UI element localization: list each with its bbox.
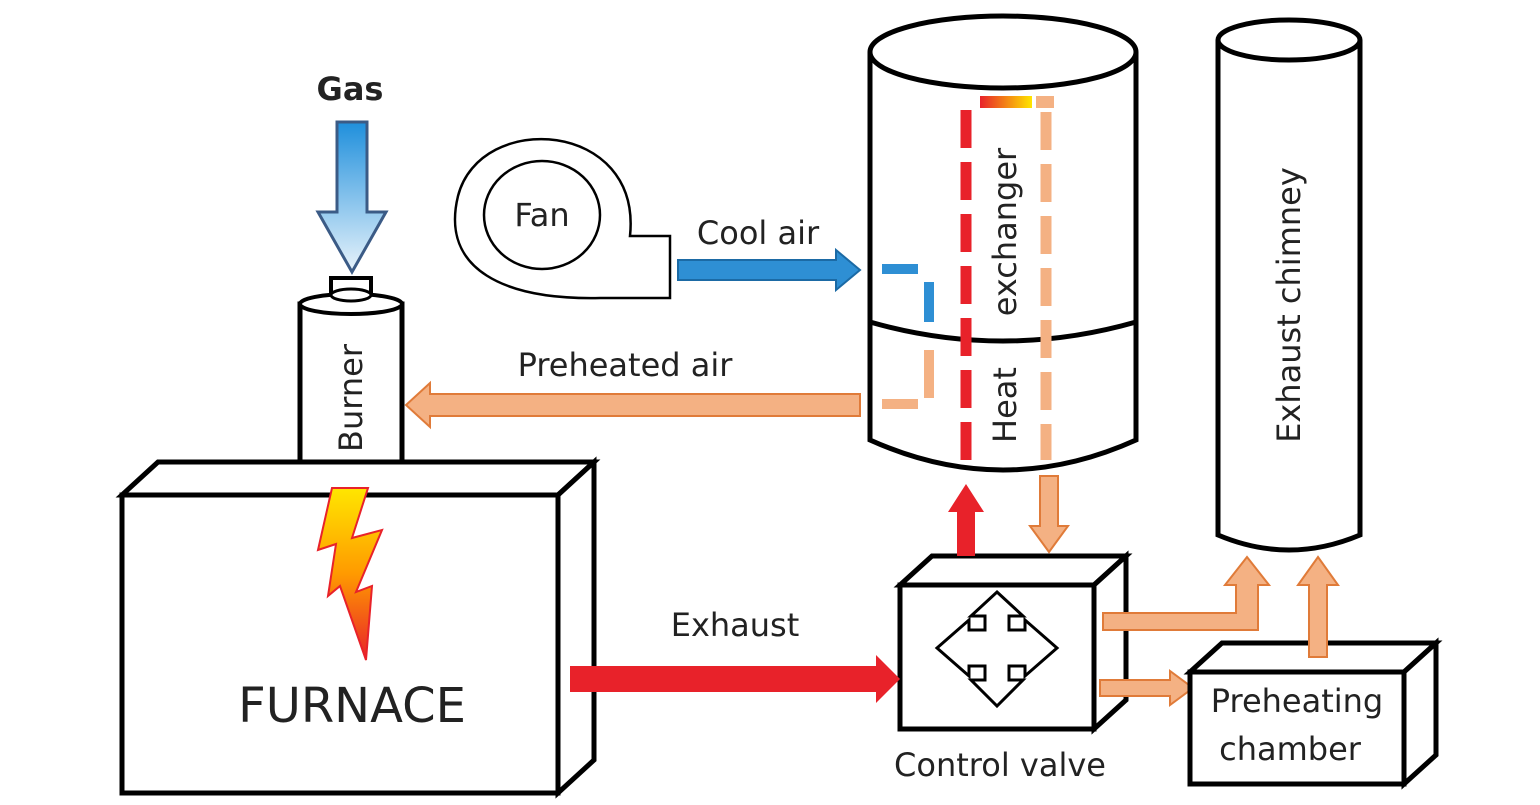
preheating-chamber [1183, 637, 1443, 790]
exchanger-label: exchanger [986, 147, 1024, 316]
exhaust-chimney-label: Exhaust chimney [1270, 167, 1308, 443]
heat-label: Heat [986, 367, 1024, 443]
exhaust-arrow [570, 655, 900, 703]
preheating-label: Preheating [1211, 682, 1383, 720]
cool-air-arrow [677, 247, 862, 293]
fan-label: Fan [514, 196, 569, 234]
valve-to-chamber-arrow [1099, 669, 1195, 707]
gas-label: Gas [317, 70, 384, 108]
fan [453, 137, 672, 300]
cool-air-label: Cool air [697, 214, 820, 252]
preheated-air-arrow [404, 380, 861, 430]
control-valve-label: Control valve [894, 746, 1106, 784]
hot-gas-up-arrow [948, 484, 984, 556]
valve-to-chimney-arrow [1102, 555, 1272, 631]
four-way-arrow-icon [934, 589, 1060, 709]
flame-icon [316, 487, 384, 661]
gas-arrow-icon [315, 120, 389, 276]
chamber-to-chimney-arrow [1296, 555, 1340, 658]
furnace-label: FURNACE [238, 678, 466, 734]
furnace [115, 456, 601, 799]
exhaust-chimney [1215, 17, 1363, 553]
burner-label: Burner [332, 343, 370, 452]
heat-exchanger [867, 13, 1139, 473]
exhaust-label: Exhaust [671, 606, 800, 644]
chamber-label: chamber [1219, 730, 1362, 768]
preheated-air-label: Preheated air [518, 346, 734, 384]
cooled-gas-down-arrow [1028, 475, 1070, 554]
